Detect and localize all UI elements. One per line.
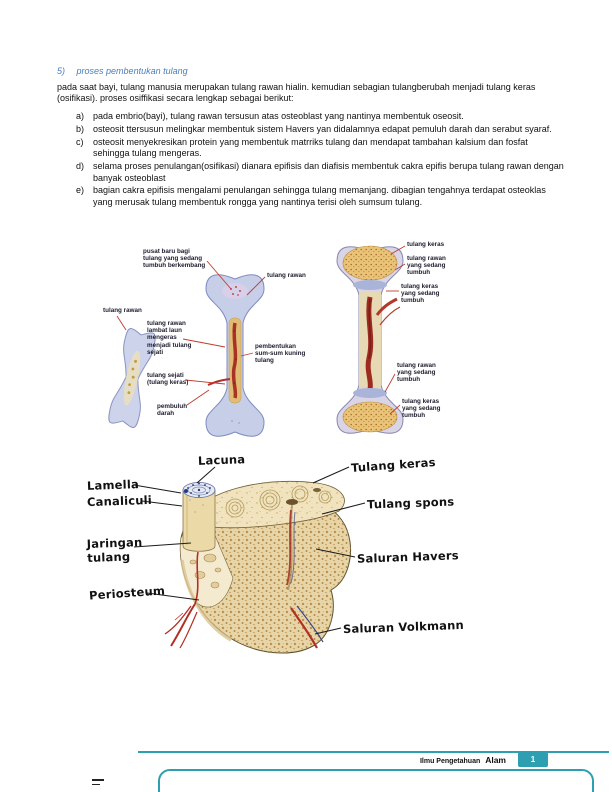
figure1-label: tulang rawan lambat laun mengeras menjad… (147, 320, 192, 356)
figure1-label: tulang rawan yang sedang tumbuh (407, 255, 446, 277)
heading-text: proses pembentukan tulang (76, 66, 188, 76)
list-item-marker: d) (76, 161, 85, 172)
next-section-frame (158, 769, 594, 792)
list-item-marker: c) (76, 136, 84, 147)
figure1-label: tulang keras yang sedang tumbuh (402, 398, 441, 420)
section-heading: 5) proses pembentukan tulang (57, 66, 188, 76)
pointer-lines (116, 245, 406, 415)
figure1-label: tulang sejati (tulang keras) (147, 372, 189, 387)
figure1-label: tulang rawan yang sedang tumbuh (397, 362, 436, 384)
bone-growth-figure: pusat baru bagi tulang yang sedang tumbu… (95, 233, 475, 451)
list-item: a) pada embrio(bayi), tulang rawan tersu… (76, 111, 564, 122)
lacuna-dots (187, 482, 211, 497)
figure2-label: Lacuna (197, 452, 246, 468)
fold-marks (92, 779, 104, 788)
list-item: d) selama proses penulangan(osifikasi) d… (76, 161, 564, 184)
osteon-cylinder (182, 482, 216, 552)
footer-section-title: Ilmu Pengetahuan Alam (138, 755, 506, 765)
footer-rule (138, 751, 609, 753)
footer-section-name-bold: Alam (485, 755, 506, 765)
bone-stage-3 (336, 245, 404, 434)
bone-structure-illustration (133, 466, 366, 654)
footer-section-name: Ilmu Pengetahuan (419, 758, 481, 765)
figure1-label: tulang keras yang sedang tumbuh (401, 283, 440, 305)
figure1-label: pusat baru bagi tulang yang sedang tumbu… (143, 248, 206, 270)
heading-number: 5) (57, 66, 66, 76)
bone-stage-2 (205, 274, 265, 437)
list-item-marker: e) (76, 185, 85, 196)
bone-growth-illustration (108, 245, 406, 437)
osteon-rings (225, 485, 332, 518)
figure1-label: tulang keras (407, 241, 445, 248)
ossification-steps-list: a) pada embrio(bayi), tulang rawan tersu… (76, 111, 564, 210)
figure2-label: Canaliculi (86, 492, 153, 510)
page-number-badge: 1 (518, 752, 548, 767)
figure2-label: Lamella (86, 477, 140, 493)
blood-vessels (164, 509, 324, 649)
list-item-marker: a) (76, 111, 85, 121)
list-item-text: pada embrio(bayi), tulang rawan tersusun… (93, 111, 464, 121)
list-item: c) osteosit menyekresikan protein yang m… (76, 137, 564, 160)
bone-structure-figure: Lacuna Lamella Canaliculi Jaringan tulan… (85, 450, 470, 665)
pointer-lines (133, 466, 366, 635)
figure1-label: pembuluh darah (157, 403, 188, 418)
bone-stage-1 (108, 328, 156, 428)
figure1-label: pembentukan sum-sum kuning tulang (255, 343, 306, 365)
list-item-text: bagian cakra epifisis mengalami penulang… (93, 185, 546, 207)
list-item-marker: b) (76, 123, 85, 134)
list-item: b) osteosit ttersusun melingkar membentu… (76, 124, 564, 135)
intro-paragraph: pada saat bayi, tulang manusia merupakan… (57, 82, 536, 104)
figure1-label: tulang rawan (267, 272, 306, 279)
list-item-text: selama proses penulangan(osifikasi) dian… (93, 161, 564, 183)
list-item-text: osteosit ttersusun melingkar membentuk s… (93, 123, 552, 134)
list-item-text: osteosit menyekresikan protein yang memb… (93, 136, 528, 159)
figure1-label: tulang rawan (103, 307, 142, 314)
figure2-label: Jaringan tulang (86, 535, 143, 565)
list-item: e) bagian cakra epifisis mengalami penul… (76, 185, 564, 208)
